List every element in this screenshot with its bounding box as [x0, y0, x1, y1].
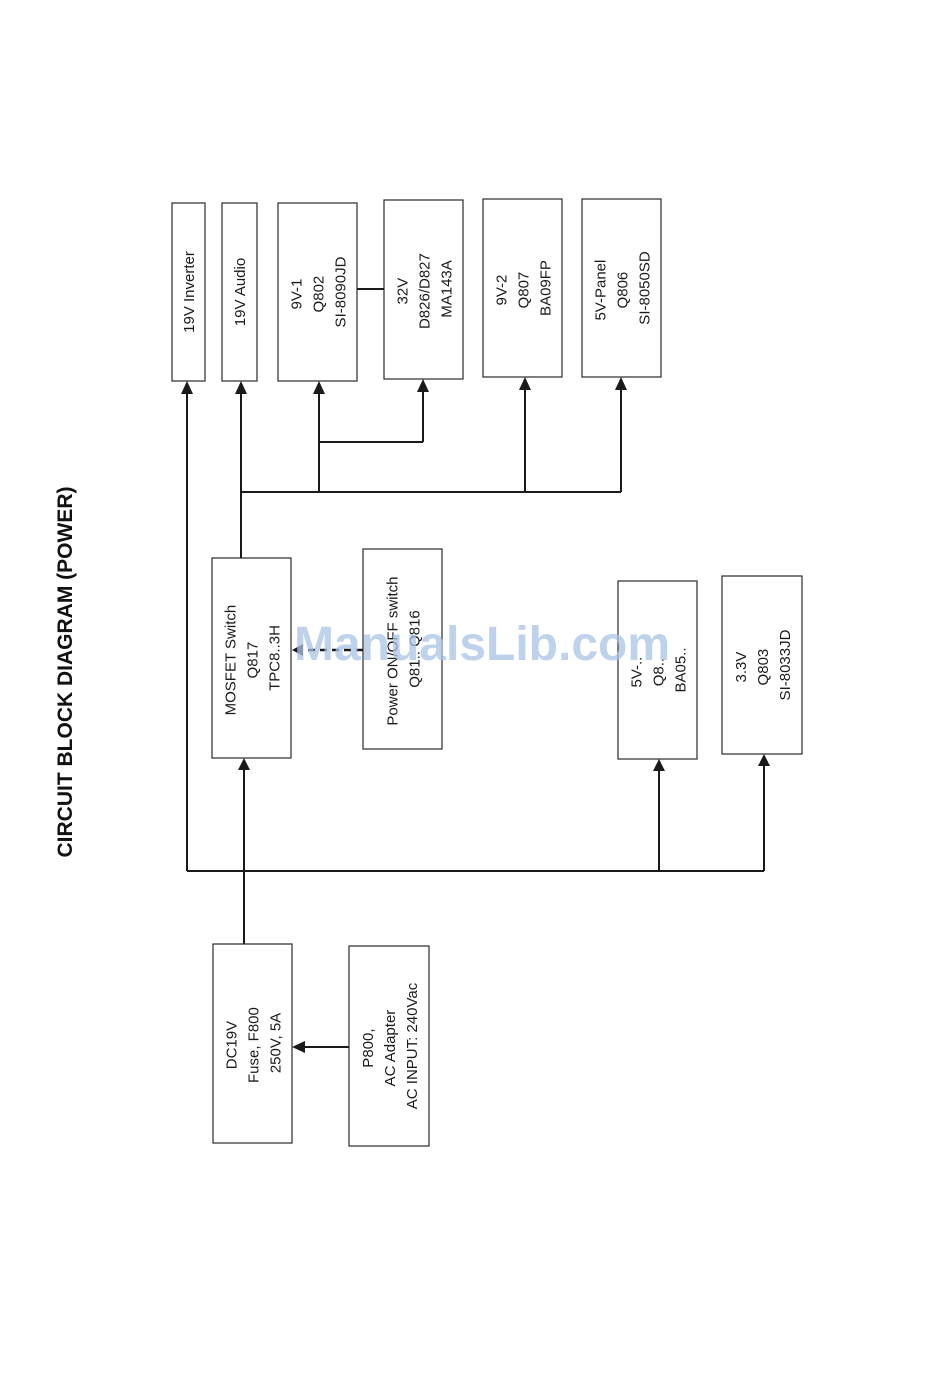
block-mosfet-switch: MOSFET Switch Q817 TPC8..3H — [211, 557, 292, 759]
block-32v-diodes: 32V D826/D827 MA143A — [383, 199, 464, 380]
block-3v3-label: 3.3V Q803 SI-8033JD — [733, 629, 794, 700]
arrow-into-mosfet-control — [292, 644, 303, 656]
diagram-title: CIRCUIT BLOCK DIAGRAM (POWER) — [54, 487, 77, 858]
block-mosfet-switch-label: MOSFET Switch Q817 TPC8..3H — [223, 601, 284, 716]
arrow-heads — [181, 377, 770, 1053]
arrow-into-3v3 — [758, 754, 770, 766]
block-ac-adapter-label: P800, AC Adapter AC INPUT: 240Vac — [360, 982, 421, 1109]
arrow-into-5v — [653, 759, 665, 771]
arrow-into-inverter — [181, 381, 193, 394]
block-19v-audio-label: 19V Audio — [232, 258, 249, 326]
block-power-onoff-label: Power ON/OFF switch Q81.. Q816 — [385, 572, 424, 725]
block-9v-2-regulator: 9V-2 Q807 BA09FP — [482, 198, 563, 378]
arrow-into-5v-panel — [615, 377, 627, 390]
block-3v3-regulator: 3.3V Q803 SI-8033JD — [721, 575, 803, 755]
arrow-into-audio — [235, 381, 247, 394]
block-dc19v-fuse: DC19V Fuse, F800 250V, 5A — [212, 943, 293, 1144]
block-19v-audio: 19V Audio — [221, 202, 258, 382]
block-9v-1-label: 9V-1 Q802 SI-8090JD — [289, 256, 350, 327]
arrow-into-9v2 — [519, 377, 531, 390]
block-5v-panel-regulator: 5V-Panel Q806 SI-8050SD — [581, 198, 662, 378]
arrow-into-dc19v — [292, 1041, 305, 1053]
arrow-into-mosfet — [238, 758, 250, 770]
block-9v-2-label: 9V-2 Q807 BA09FP — [494, 260, 555, 316]
arrow-into-32v — [417, 379, 429, 392]
block-19v-inverter-label: 19V Inverter — [181, 251, 198, 333]
block-5v-panel-label: 5V-Panel Q806 SI-8050SD — [593, 251, 654, 325]
block-32v-label: 32V D826/D827 MA143A — [395, 249, 456, 329]
block-5v-regulator: 5V-.. Q8.. BA05.. — [617, 580, 698, 760]
arrow-into-9v1 — [313, 381, 325, 394]
block-dc19v-label: DC19V Fuse, F800 250V, 5A — [224, 1003, 285, 1083]
block-5v-label: 5V-.. Q8.. BA05.. — [629, 647, 690, 692]
watermark: ManualsLib.com — [294, 618, 670, 671]
connection-lines — [186, 288, 765, 1048]
block-ac-adapter: P800, AC Adapter AC INPUT: 240Vac — [348, 945, 430, 1147]
block-9v-1-regulator: 9V-1 Q802 SI-8090JD — [277, 202, 358, 382]
block-19v-inverter: 19V Inverter — [171, 202, 206, 382]
block-power-onoff-switch: Power ON/OFF switch Q81.. Q816 — [362, 548, 443, 750]
